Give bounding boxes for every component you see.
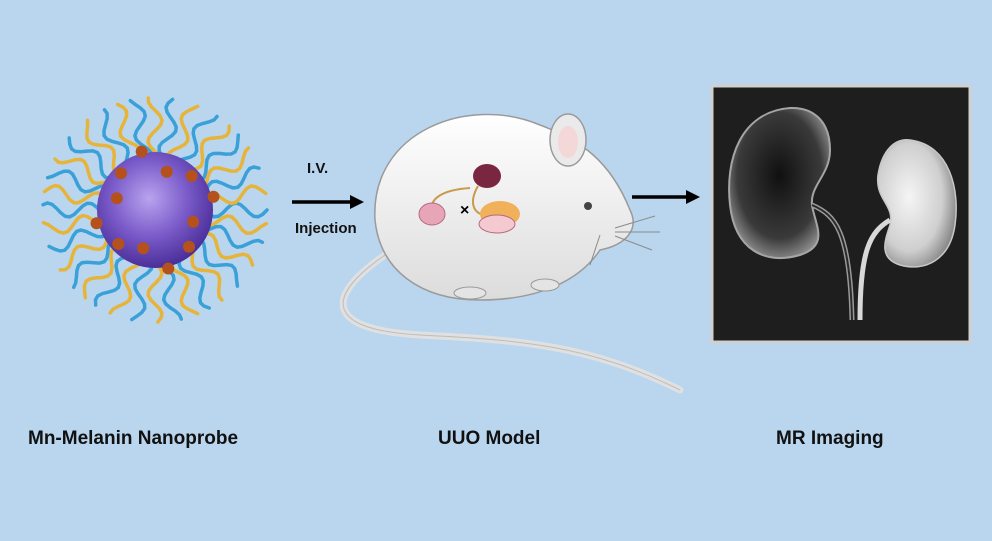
polymer-chain	[42, 183, 108, 205]
kidney-mri-icon	[710, 84, 972, 344]
polymer-chain	[146, 258, 164, 324]
mn-dot	[115, 167, 127, 180]
polymer-chain	[157, 97, 178, 163]
polymer-chain	[128, 98, 155, 162]
polymer-chain	[67, 136, 119, 181]
polymer-chain	[58, 229, 112, 272]
mn-dot	[183, 240, 195, 253]
mn-dot	[137, 242, 150, 255]
polymer-chain	[172, 114, 219, 165]
nanoprobe-caption: Mn-Melanin Nanoprobe	[28, 428, 239, 449]
model-caption: UUO Model	[438, 428, 541, 449]
arrow-right-icon	[632, 190, 700, 204]
mn-dot	[160, 165, 173, 178]
polymer-chain	[45, 169, 112, 194]
polymer-chain	[183, 124, 231, 172]
arrow-top-label: I.V.	[307, 160, 329, 177]
polymer-chain	[41, 201, 107, 219]
polymer-chain	[194, 236, 240, 288]
polymer-chain	[82, 244, 123, 300]
mn-dot	[110, 192, 123, 205]
polymer-chain	[190, 242, 224, 302]
mn-dot	[187, 215, 200, 228]
arrow-right-icon	[292, 195, 364, 209]
polymer-chain	[196, 232, 255, 267]
polymer-chain	[201, 165, 261, 199]
mn-dot	[162, 262, 175, 275]
polymer-chain	[194, 133, 241, 183]
polymer-chain	[108, 257, 147, 315]
polymer-chain	[200, 146, 251, 193]
polymer-chain	[203, 201, 269, 219]
polymer-chain	[130, 258, 154, 322]
polymer-chain	[201, 214, 269, 235]
mn-dot	[135, 145, 148, 158]
polymer-chain	[53, 157, 117, 186]
svg-text:×: ×	[460, 202, 469, 219]
mn-dot	[90, 217, 103, 230]
polymer-chain	[85, 118, 121, 178]
polymer-chain	[102, 108, 130, 172]
polymer-chain	[47, 227, 111, 253]
mn-dot	[112, 238, 125, 250]
arrow-bottom-label: Injection	[295, 220, 357, 237]
kidney-organ	[473, 164, 501, 188]
polymer-chain	[93, 253, 136, 307]
mouse-icon: ×	[339, 113, 684, 394]
polymer-chain	[71, 235, 114, 290]
polymer-chain	[165, 104, 200, 164]
mn-dot	[185, 170, 198, 182]
polymer-chain	[177, 250, 212, 310]
mn-dot	[207, 190, 220, 203]
polymer-chain	[198, 224, 265, 250]
imaging-caption: MR Imaging	[776, 428, 884, 449]
nanoparticle-core	[97, 152, 213, 268]
nanoparticle-icon	[41, 96, 269, 324]
polymer-chain	[146, 96, 164, 162]
